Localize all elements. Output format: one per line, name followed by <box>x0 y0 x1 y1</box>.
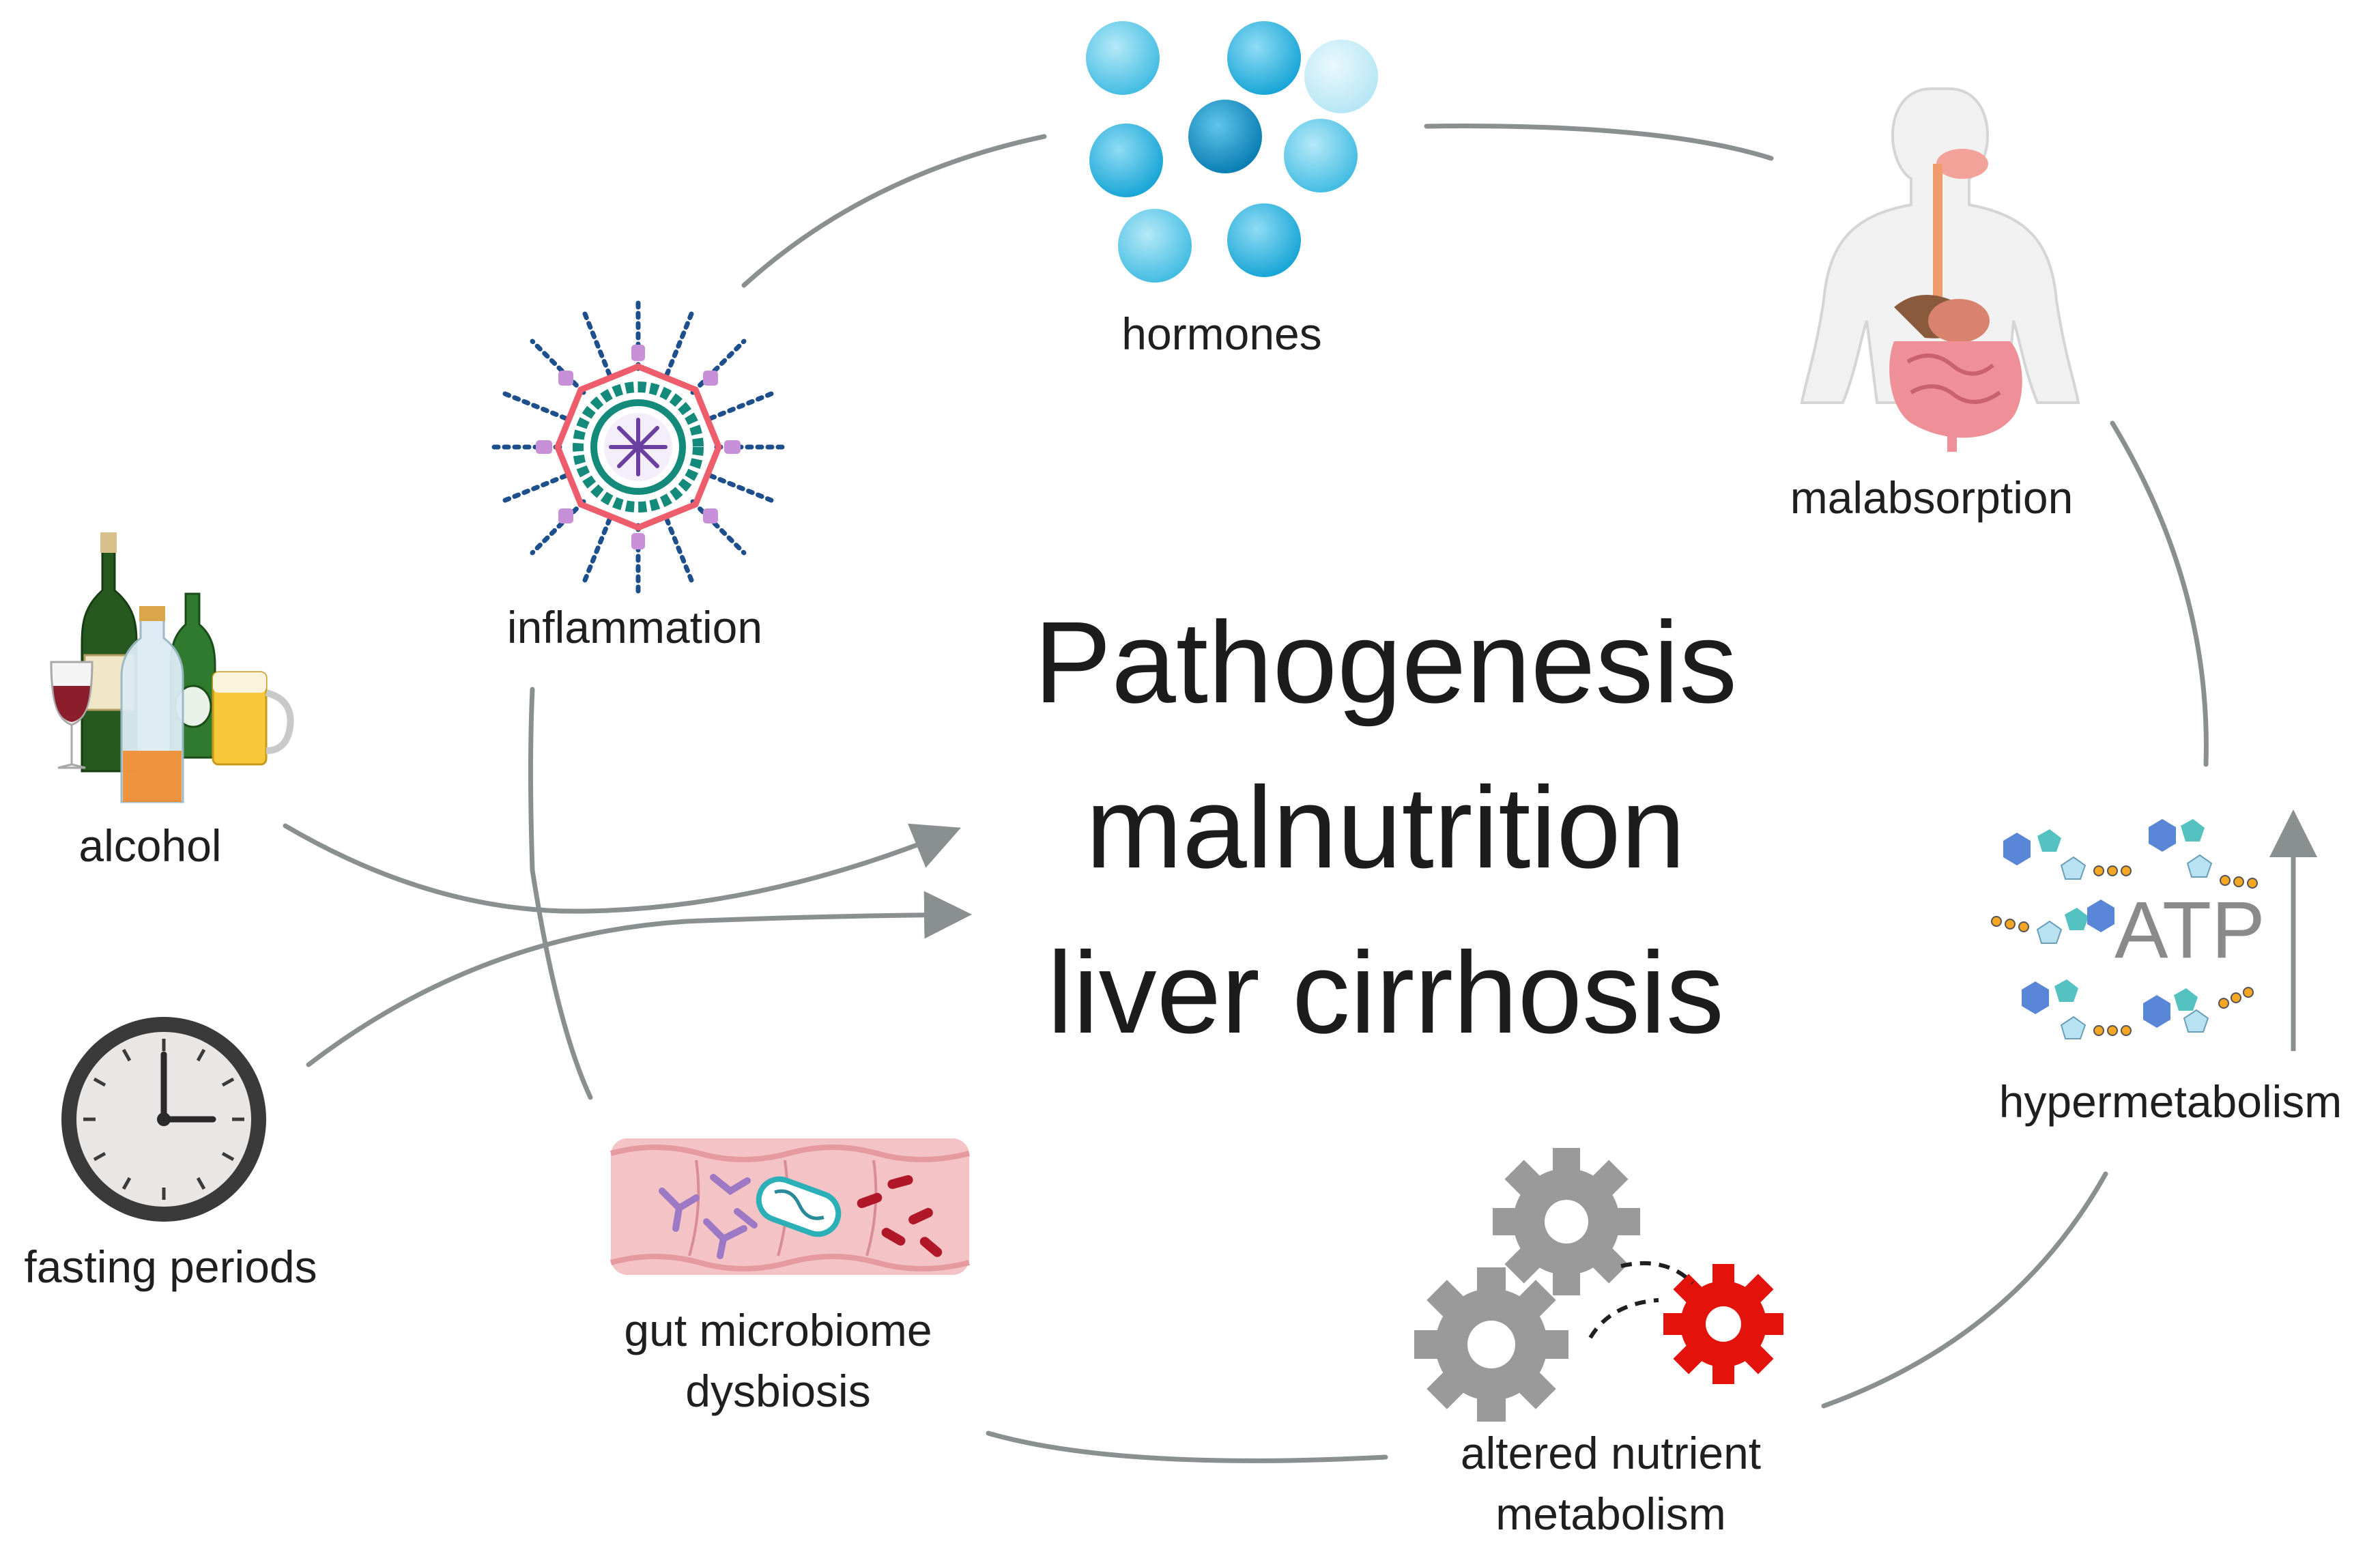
arrow-gut-to-inflammation <box>528 687 593 1100</box>
inflammation-label: inflammation <box>506 602 763 652</box>
hormones-label: hormones <box>1121 308 1322 359</box>
altered-metabolism-label: altered nutrient metabolism <box>1406 1423 1816 1544</box>
inward-arrows <box>283 823 972 1067</box>
hypermetabolism-label: hypermetabolism <box>1998 1076 2342 1127</box>
inflammation-cell-icon <box>489 298 788 596</box>
alcohol-bottles-icon <box>50 532 294 803</box>
arrow-inflammation-to-hormones <box>741 134 1047 288</box>
altered-metabolism-label-line1: altered nutrient <box>1460 1428 1762 1478</box>
human-digestive-system-icon <box>1800 87 2080 452</box>
gut-microbiome-label-line2: dysbiosis <box>685 1366 871 1417</box>
alcohol-label: alcohol <box>78 820 222 871</box>
altered-metabolism-label-line2: metabolism <box>1495 1489 1726 1540</box>
gut-microbiome-label: gut microbiome dysbiosis <box>573 1300 983 1422</box>
atp-label: ATP <box>2114 885 2265 975</box>
hormone-spheres-icon <box>1086 21 1378 283</box>
arrow-alcohol-to-center <box>283 823 961 914</box>
arrow-hormones-to-malabsorption <box>1424 124 1774 161</box>
center-title: Pathogenesis malnutrition liver cirrhosi… <box>942 580 1829 1076</box>
arrow-hypermetabolism-to-altered <box>1821 1171 2108 1409</box>
arrow-altered-to-gut <box>986 1431 1388 1463</box>
cycle-arrows <box>528 124 2209 1463</box>
arrow-malabsorption-to-hypermetabolism <box>2110 420 2209 767</box>
center-title-line2: malnutrition <box>1085 763 1686 893</box>
atp-molecules-icon <box>1991 809 2317 1051</box>
arrow-fasting-to-center <box>306 891 972 1067</box>
center-title-line3: liver cirrhosis <box>1047 928 1724 1058</box>
clock-icon <box>61 1017 266 1222</box>
gut-microbiome-label-line1: gut microbiome <box>624 1305 932 1355</box>
gears-icon <box>1414 1148 1783 1422</box>
center-title-line1: Pathogenesis <box>1033 598 1738 728</box>
fasting-label: fasting periods <box>24 1241 317 1292</box>
gut-microbiome-icon <box>610 1138 970 1275</box>
malabsorption-label: malabsorption <box>1790 472 2074 523</box>
